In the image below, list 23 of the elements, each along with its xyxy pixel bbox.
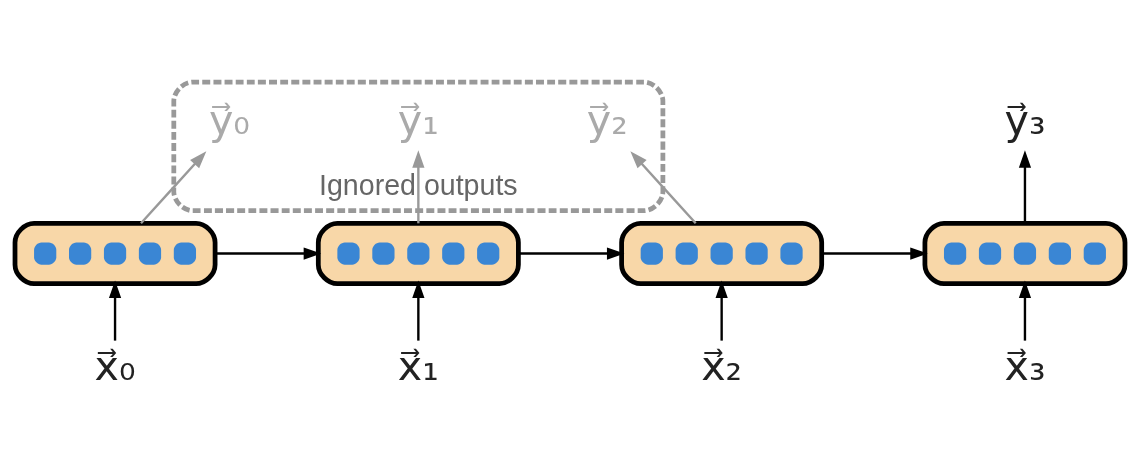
node-box <box>12 220 218 286</box>
node-box <box>922 220 1128 286</box>
arrow <box>412 149 425 223</box>
node-text: x⃗₀ <box>94 341 136 390</box>
arrow <box>715 280 728 341</box>
node-text: x⃗₂ <box>701 341 743 390</box>
arrow <box>1018 279 1032 341</box>
node-text: x⃗₁ <box>397 341 439 390</box>
arrow <box>108 279 122 341</box>
arrow <box>630 150 697 224</box>
arrow <box>518 246 625 260</box>
node-text: x⃗₃ <box>1004 341 1046 390</box>
node-text: y⃗₀ <box>208 95 250 144</box>
arrow <box>215 246 322 260</box>
arrow <box>1018 149 1032 223</box>
arrow <box>821 246 928 260</box>
node-text: y⃗₁ <box>397 95 439 144</box>
node-box <box>315 220 521 286</box>
arrow <box>412 280 425 341</box>
node-text: y⃗₂ <box>586 95 628 144</box>
node-box <box>619 220 825 286</box>
node-text: y⃗₃ <box>1004 95 1046 144</box>
arrow <box>140 150 207 224</box>
